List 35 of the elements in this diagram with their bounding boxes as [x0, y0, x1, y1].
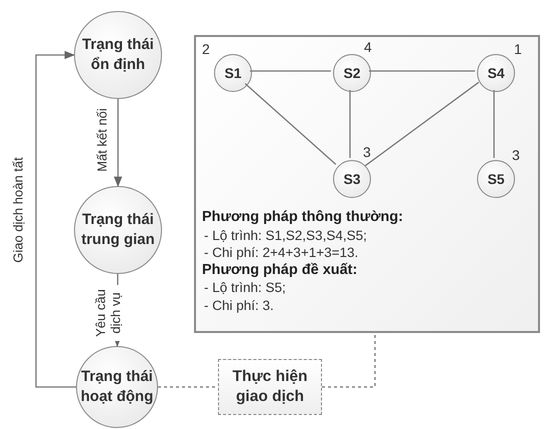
state-label: Trạng thái trung gian — [80, 210, 156, 250]
cost-number: 3 — [512, 148, 520, 162]
cost-number: 4 — [364, 40, 372, 54]
connector-line — [244, 83, 336, 165]
station-label: S5 — [487, 170, 505, 188]
section-heading: Phương pháp đề xuất: — [202, 262, 358, 279]
list-item: - Chi phí: 2+4+3+1+3=13. — [203, 244, 360, 262]
state-label: Trạng thái ổn định — [81, 35, 155, 75]
edge-label: Giao dịch hoàn tất — [10, 157, 26, 263]
connector-line — [369, 70, 475, 72]
connector-line — [364, 82, 480, 166]
state-label: Trạng thái hoạt động — [80, 367, 154, 407]
arrow — [114, 99, 122, 188]
edge-label: Mất kết nối — [94, 108, 110, 172]
connector-line — [322, 333, 376, 388]
station-label: S1 — [224, 64, 242, 82]
connector-line — [493, 90, 495, 158]
list-item: - Lộ trình: S1,S2,S3,S4,S5; — [203, 226, 368, 244]
arrow — [35, 50, 76, 388]
station-label: S3 — [343, 170, 361, 188]
station-label: S4 — [487, 64, 505, 82]
connector-line — [250, 70, 331, 72]
dashed-process-box — [218, 359, 322, 415]
cost-number: 3 — [363, 145, 371, 159]
cost-number: 1 — [514, 42, 522, 56]
cost-number: 2 — [202, 42, 210, 56]
station-label: S2 — [343, 64, 361, 82]
section-heading: Phương pháp thông thường: — [202, 209, 404, 226]
edge-label: Yêu cầu dịch vụ — [93, 285, 123, 341]
connector-line — [349, 90, 351, 158]
connector-line — [158, 386, 218, 388]
info-panel — [194, 35, 540, 333]
state-label: Thực hiện giao dịch — [232, 367, 308, 407]
list-item: - Lộ trình: S5; — [203, 279, 287, 296]
list-item: - Chi phí: 3. — [203, 296, 275, 314]
